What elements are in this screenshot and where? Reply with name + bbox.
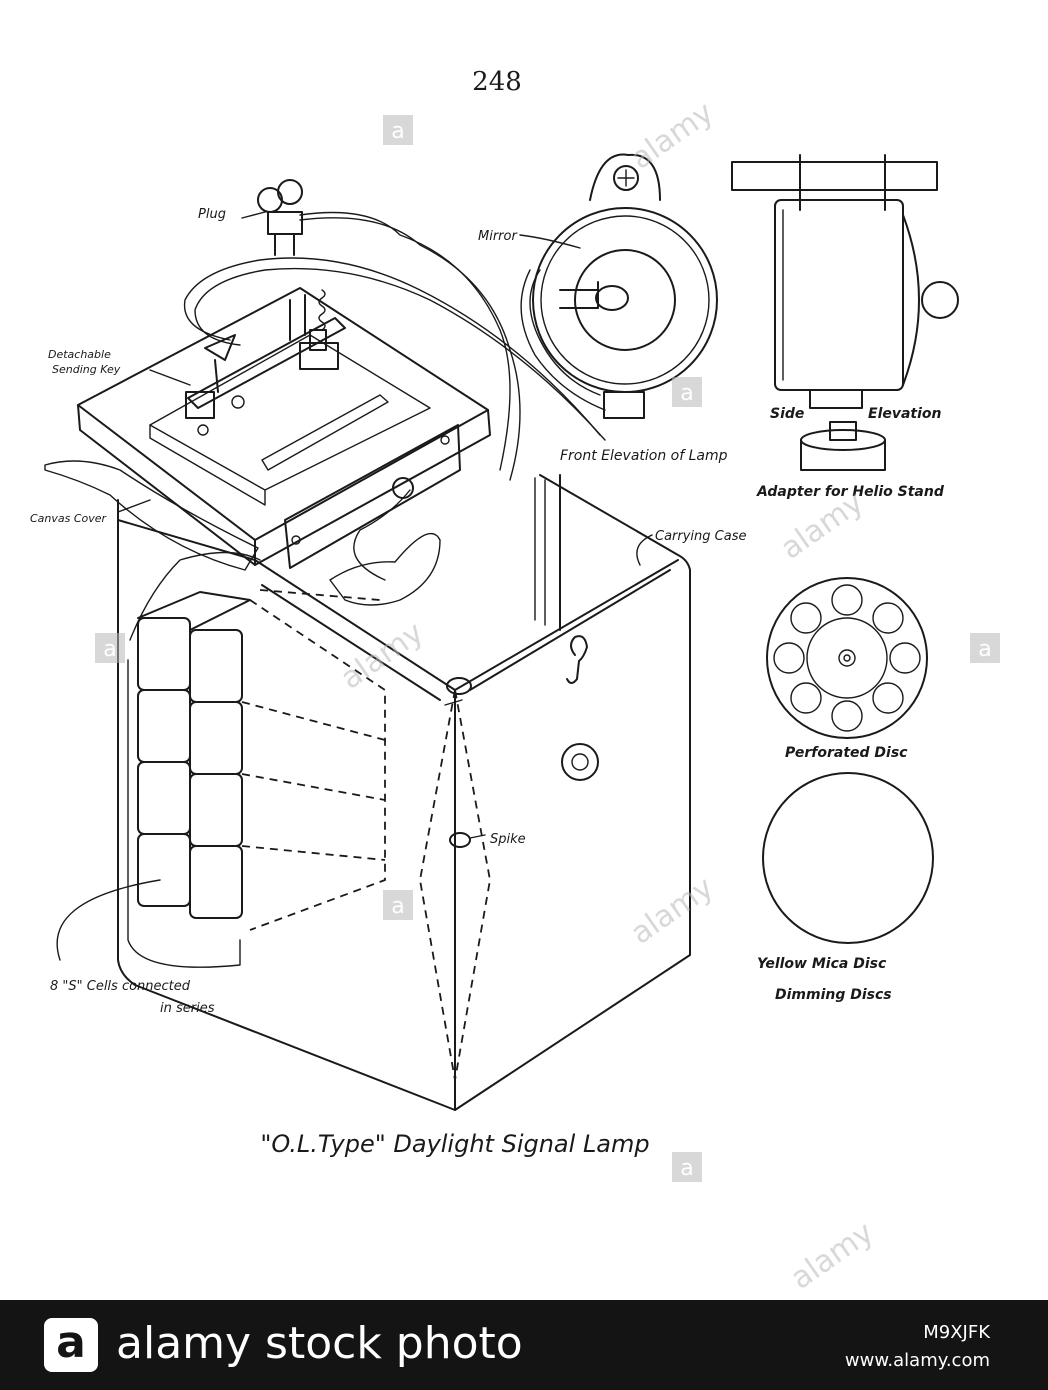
- page-number: 248: [472, 67, 522, 97]
- svg-text:a: a: [103, 637, 116, 662]
- svg-text:a: a: [391, 119, 404, 144]
- watermark-badge: a: [970, 633, 1000, 663]
- label-cells-1: 8 "S" Cells connected: [50, 979, 191, 994]
- image-id: M9XJFK: [923, 1322, 990, 1343]
- battery-cells: [137, 589, 386, 931]
- adapter-helio-stand: [800, 421, 886, 471]
- signal-lamp-diagram: 248: [30, 67, 1000, 1297]
- perforated-disc: [766, 577, 928, 739]
- alamy-brand-text: alamy stock photo: [116, 1318, 523, 1369]
- label-spike: Spike: [490, 832, 526, 847]
- label-elevation: Elevation: [868, 406, 942, 422]
- watermark-badge: a: [95, 633, 125, 663]
- watermark-layer: a a a a a a alamy alamy alamy alamy alam…: [95, 95, 1000, 1297]
- label-adapter: Adapter for Helio Stand: [756, 484, 945, 500]
- label-plug: Plug: [198, 207, 226, 222]
- label-side: Side: [770, 406, 804, 422]
- svg-text:a: a: [978, 637, 991, 662]
- site-url: www.alamy.com: [844, 1350, 990, 1371]
- svg-text:a: a: [391, 894, 404, 919]
- label-detachable-2: Sending Key: [52, 363, 121, 376]
- carrying-case: [117, 474, 691, 1111]
- diagram-sheet: 248: [30, 67, 1000, 1297]
- watermark-badge: a: [383, 115, 413, 145]
- leader-lines: [56, 211, 653, 961]
- label-mirror: Mirror: [478, 229, 518, 244]
- wires: [183, 211, 606, 581]
- label-dimming-discs: Dimming Discs: [775, 987, 892, 1003]
- label-canvas-cover: Canvas Cover: [30, 512, 108, 525]
- watermark-text: alamy: [625, 95, 721, 176]
- watermark-text: alamy: [625, 870, 721, 951]
- label-detachable-1: Detachable: [48, 348, 111, 361]
- side-elevation-lamp: [731, 154, 959, 409]
- svg-text:a: a: [680, 381, 693, 406]
- watermark-badge: a: [383, 890, 413, 920]
- label-carrying-case: Carrying Case: [655, 529, 746, 544]
- stock-footer-bar: a alamy stock photo M9XJFK www.alamy.com: [0, 1300, 1048, 1390]
- alamy-logo-badge: a: [44, 1318, 98, 1372]
- lid-and-key: [44, 287, 491, 606]
- watermark-badge: a: [672, 1152, 702, 1182]
- svg-text:a: a: [680, 1156, 693, 1181]
- watermark-badge: a: [672, 377, 702, 407]
- yellow-mica-disc: [762, 772, 934, 944]
- label-front-elevation: Front Elevation of Lamp: [560, 448, 728, 464]
- front-elevation-lamp: [520, 153, 718, 419]
- label-cells-2: in series: [160, 1001, 215, 1016]
- plug: [257, 179, 303, 256]
- label-perforated-disc: Perforated Disc: [785, 745, 908, 761]
- diagram-caption: "O.L.Type" Daylight Signal Lamp: [260, 1130, 649, 1158]
- label-yellow-mica: Yellow Mica Disc: [757, 956, 887, 972]
- watermark-text: alamy: [785, 1215, 881, 1296]
